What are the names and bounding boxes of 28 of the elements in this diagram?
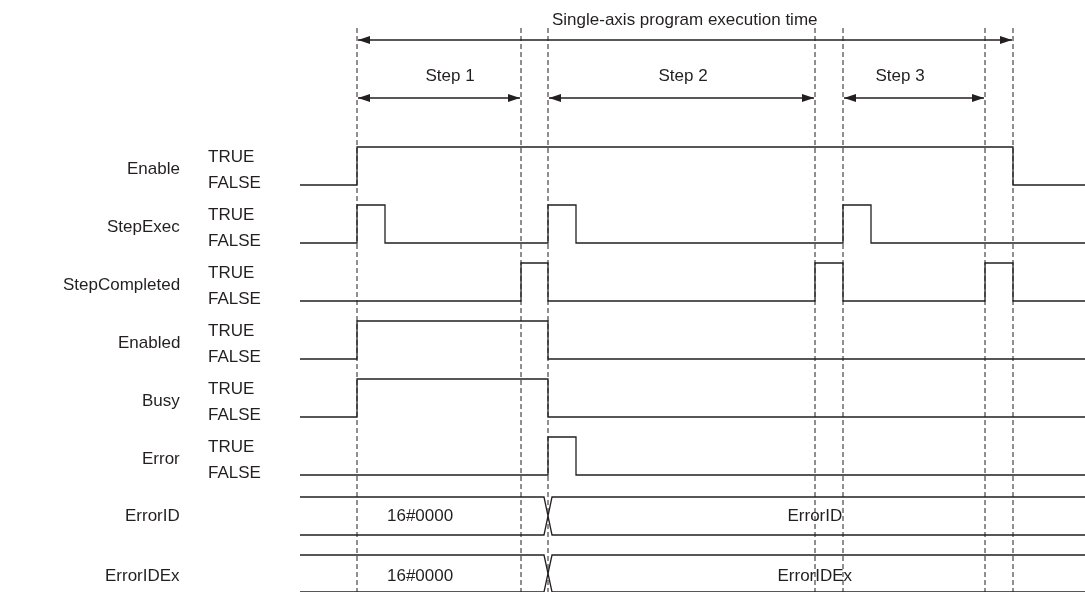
state-label: FALSE bbox=[208, 347, 261, 367]
step-label: Step 3 bbox=[875, 66, 925, 86]
state-label: FALSE bbox=[208, 289, 261, 309]
signal-name: Enable bbox=[127, 159, 180, 179]
signal-name: StepCompleted bbox=[63, 275, 181, 295]
state-label: TRUE bbox=[208, 147, 255, 167]
state-label: TRUE bbox=[208, 379, 255, 399]
signal-name: ErrorIDEx bbox=[105, 566, 180, 586]
signal-name: Error bbox=[142, 449, 180, 469]
state-label: TRUE bbox=[208, 205, 255, 225]
signal-name: StepExec bbox=[107, 217, 180, 237]
step-label: Step 2 bbox=[658, 66, 708, 86]
state-label: TRUE bbox=[208, 437, 255, 457]
signal-name: Busy bbox=[142, 391, 180, 411]
state-label: TRUE bbox=[208, 321, 255, 341]
signal-name: Enabled bbox=[118, 333, 181, 353]
state-label: FALSE bbox=[208, 405, 261, 425]
bus-value: 16#0000 bbox=[387, 506, 454, 526]
state-label: FALSE bbox=[208, 231, 261, 251]
bus-value: ErrorIDEx bbox=[777, 566, 853, 586]
step-label: Step 1 bbox=[425, 66, 475, 86]
state-label: TRUE bbox=[208, 263, 255, 283]
state-label: FALSE bbox=[208, 173, 261, 193]
bus-value: 16#0000 bbox=[387, 566, 454, 586]
time-label: Single-axis program execution time bbox=[552, 10, 818, 30]
bus-value: ErrorID bbox=[787, 506, 843, 526]
signal-name: ErrorID bbox=[125, 506, 180, 526]
state-label: FALSE bbox=[208, 463, 261, 483]
